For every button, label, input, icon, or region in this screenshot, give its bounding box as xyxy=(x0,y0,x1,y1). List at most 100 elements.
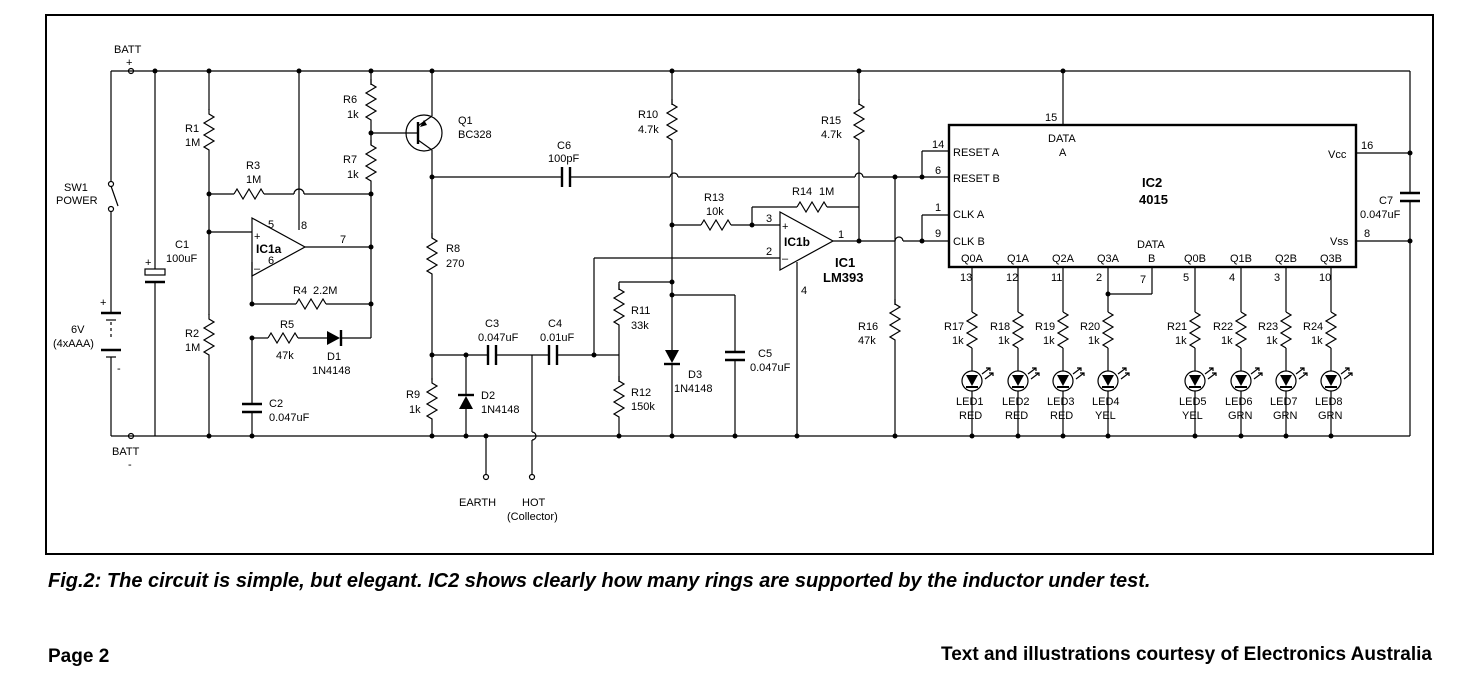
ic2-output-pin: 12 xyxy=(1006,272,1018,284)
ic1a-name: IC1a xyxy=(256,242,282,256)
resistor-r23 xyxy=(1279,311,1293,349)
r17-value: 1k xyxy=(952,335,964,347)
ic2-ref: IC2 xyxy=(1142,175,1162,190)
r15-ref: R15 xyxy=(821,115,841,127)
ic1a-pin7: 7 xyxy=(340,234,346,246)
batt-neg-label: BATT xyxy=(112,446,140,458)
ic2-pin8: 8 xyxy=(1364,228,1370,240)
led-color: RED xyxy=(1005,410,1028,422)
ic2-pin9: 9 xyxy=(935,228,941,240)
ic1b-plus: + xyxy=(782,221,788,233)
ic1a-pin8: 8 xyxy=(301,220,307,232)
ic2-reset-b: RESET B xyxy=(953,173,1000,185)
d3-value: 1N4148 xyxy=(674,383,713,395)
r18-ref: R18 xyxy=(990,321,1010,333)
battery-type: (4xAAA) xyxy=(53,338,94,350)
capacitor-c7 xyxy=(1400,71,1420,436)
led-color: YEL xyxy=(1095,410,1116,422)
r11-ref: R11 xyxy=(631,305,650,317)
ic2-pin1: 1 xyxy=(935,202,941,214)
led-ref: LED6 xyxy=(1225,396,1253,408)
r4-value: 2.2M xyxy=(313,285,337,297)
ic2-pin15: 15 xyxy=(1045,112,1057,124)
led-color: RED xyxy=(959,410,982,422)
r18-value: 1k xyxy=(998,335,1010,347)
led-ref: LED5 xyxy=(1179,396,1207,408)
led-ref: LED7 xyxy=(1270,396,1298,408)
d2-ref: D2 xyxy=(481,390,495,402)
ic2-output-Q3B: Q3B xyxy=(1320,253,1342,265)
switch-name: POWER xyxy=(56,195,98,207)
light-arrows-icon xyxy=(1027,367,1040,380)
r6-ref: R6 xyxy=(343,94,357,106)
led-color: YEL xyxy=(1182,410,1203,422)
r8-ref: R8 xyxy=(446,243,460,255)
r6-value: 1k xyxy=(347,109,359,121)
c5-ref: C5 xyxy=(758,348,772,360)
light-arrows-icon xyxy=(1117,367,1130,380)
battery-value: 6V xyxy=(71,324,85,336)
battery-switch-branch xyxy=(101,67,135,440)
r2-ref: R2 xyxy=(185,328,199,340)
r4-ref: R4 xyxy=(293,285,307,297)
d1-value: 1N4148 xyxy=(312,365,351,377)
c5-value: 0.047uF xyxy=(750,362,791,374)
light-arrows-icon xyxy=(1204,367,1217,380)
resistor-r8 xyxy=(426,232,438,380)
capacitor-c5 xyxy=(672,294,745,436)
resistor-r5 xyxy=(252,331,327,345)
r16-value: 47k xyxy=(858,335,876,347)
opamp-ic1a xyxy=(209,71,371,304)
led-chains: Q0A13R171kLED1REDQ1A12R181kLED2REDQ2A11R… xyxy=(944,253,1353,439)
hot-sub-label: (Collector) xyxy=(507,511,558,523)
r10-ref: R10 xyxy=(638,109,658,121)
light-arrows-icon xyxy=(1295,367,1308,380)
batt-neg-sign: - xyxy=(128,459,132,471)
r24-ref: R24 xyxy=(1303,321,1323,333)
batt-pos-label: BATT xyxy=(114,44,142,56)
ic1-part: LM393 xyxy=(823,270,863,285)
ic2-data-a2: A xyxy=(1059,147,1067,159)
led-ref: LED8 xyxy=(1315,396,1343,408)
r7-value: 1k xyxy=(347,169,359,181)
r22-value: 1k xyxy=(1221,335,1233,347)
resistor-r4 xyxy=(252,297,371,311)
page-number: Page 2 xyxy=(48,646,110,667)
r23-value: 1k xyxy=(1266,335,1278,347)
junction-dots xyxy=(152,68,1413,439)
led-color: GRN xyxy=(1273,410,1298,422)
d2-value: 1N4148 xyxy=(481,404,520,416)
resistor-r10 xyxy=(666,71,678,350)
q1-ref: Q1 xyxy=(458,115,473,127)
r19-ref: R19 xyxy=(1035,321,1055,333)
c6-value: 100pF xyxy=(548,153,579,165)
ic2-part: 4015 xyxy=(1139,192,1168,207)
ic1a-minus: – xyxy=(254,263,261,275)
circuit-schematic: BATT + BATT - SW1 POWER 6V (4xAAA) + - +… xyxy=(53,44,1420,523)
r20-ref: R20 xyxy=(1080,321,1100,333)
led-color: RED xyxy=(1050,410,1073,422)
light-arrows-icon xyxy=(1340,367,1353,380)
r13-value: 10k xyxy=(706,206,724,218)
led-ref: LED2 xyxy=(1002,396,1030,408)
resistor-r20 xyxy=(1101,311,1115,349)
c3-value: 0.047uF xyxy=(478,332,519,344)
resistor-r24 xyxy=(1324,311,1338,349)
ic1a-pin6: 6 xyxy=(268,255,274,267)
light-arrows-icon xyxy=(981,367,994,380)
c4-ref: C4 xyxy=(548,318,562,330)
led-ref: LED1 xyxy=(956,396,984,408)
ic2-clk-a: CLK A xyxy=(953,209,985,221)
ic2-output-Q1A: Q1A xyxy=(1007,253,1030,265)
c2-value: 0.047uF xyxy=(269,412,310,424)
r23-ref: R23 xyxy=(1258,321,1278,333)
r9-value: 1k xyxy=(409,404,421,416)
r21-ref: R21 xyxy=(1167,321,1187,333)
r16-ref: R16 xyxy=(858,321,878,333)
capacitor-c6 xyxy=(432,167,949,187)
